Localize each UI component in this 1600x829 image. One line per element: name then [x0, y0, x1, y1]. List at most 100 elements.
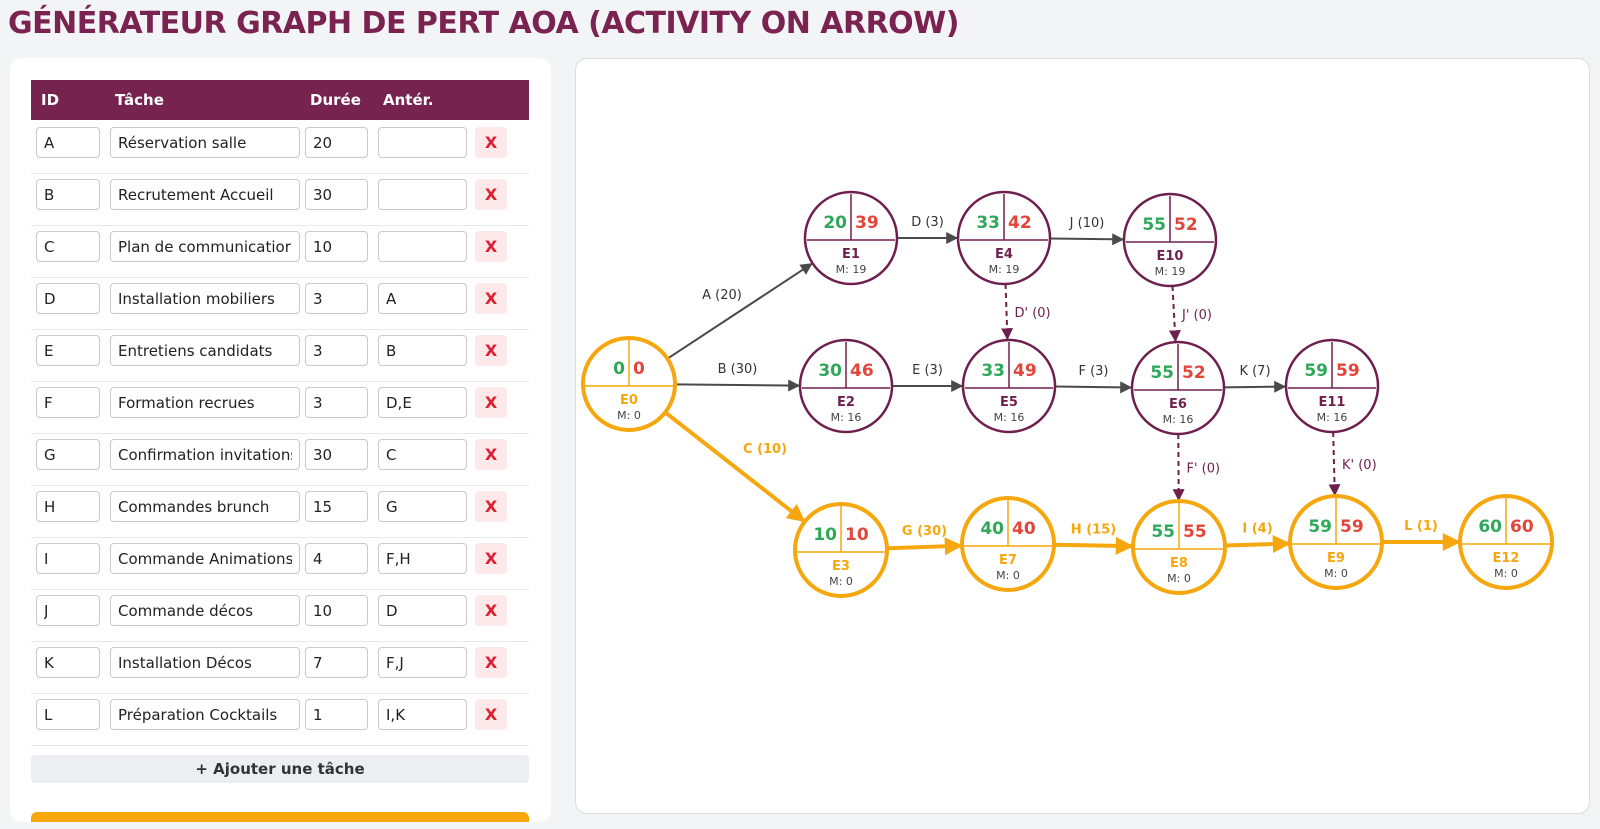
add-task-button[interactable]: + Ajouter une tâche	[31, 755, 529, 783]
predecessors-input[interactable]	[378, 595, 467, 626]
predecessors-input[interactable]	[378, 439, 467, 470]
edge-label: B (30)	[718, 362, 758, 377]
duration-input[interactable]	[305, 387, 368, 418]
edge-label: K' (0)	[1342, 458, 1377, 473]
id-input[interactable]	[36, 647, 100, 678]
predecessors-input[interactable]	[378, 335, 467, 366]
duration-input[interactable]	[305, 543, 368, 574]
duration-input[interactable]	[305, 283, 368, 314]
id-input[interactable]	[36, 283, 100, 314]
task-input[interactable]	[110, 439, 300, 470]
late-date: 59	[1340, 517, 1364, 537]
task-table-panel: ID Tâche Durée Antér. X X X X X	[10, 58, 551, 822]
delete-row-button[interactable]: X	[475, 283, 507, 314]
predecessors-input[interactable]	[378, 387, 467, 418]
predecessors-input[interactable]	[378, 491, 467, 522]
predecessors-input[interactable]	[378, 127, 467, 158]
task-input[interactable]	[110, 491, 300, 522]
node-margin: M: 19	[1155, 265, 1186, 278]
duration-input[interactable]	[305, 179, 368, 210]
task-input[interactable]	[110, 647, 300, 678]
duration-input[interactable]	[305, 699, 368, 730]
delete-row-button[interactable]: X	[475, 231, 507, 262]
predecessors-input[interactable]	[378, 647, 467, 678]
edge-arrow-jp	[1168, 285, 1181, 343]
node-id: E7	[999, 553, 1017, 568]
early-date: 60	[1478, 517, 1502, 537]
id-input[interactable]	[36, 179, 100, 210]
late-date: 60	[1510, 517, 1534, 537]
duration-input[interactable]	[305, 647, 368, 678]
predecessors-input[interactable]	[378, 699, 467, 730]
edge-arrow-k	[1223, 380, 1287, 393]
node-margin: M: 19	[836, 263, 867, 276]
edge-label: C (10)	[743, 442, 787, 457]
delete-row-button[interactable]: X	[475, 595, 507, 626]
late-date: 59	[1336, 361, 1360, 381]
late-date: 0	[633, 359, 645, 379]
delete-row-button[interactable]: X	[475, 127, 507, 158]
edge-arrow-c	[663, 410, 806, 523]
id-input[interactable]	[36, 439, 100, 470]
late-date: 40	[1012, 519, 1036, 539]
task-input[interactable]	[110, 543, 300, 574]
node-margin: M: 16	[1317, 411, 1348, 424]
edge-arrow-kp	[1328, 431, 1341, 497]
edge-label: D' (0)	[1015, 306, 1051, 321]
id-input[interactable]	[36, 595, 100, 626]
edge-label: L (1)	[1404, 519, 1438, 534]
task-input[interactable]	[110, 595, 300, 626]
id-input[interactable]	[36, 231, 100, 262]
delete-row-button[interactable]: X	[475, 439, 507, 470]
id-input[interactable]	[36, 491, 100, 522]
task-input[interactable]	[110, 283, 300, 314]
node-margin: M: 19	[989, 263, 1020, 276]
id-input[interactable]	[36, 543, 100, 574]
delete-row-button[interactable]: X	[475, 543, 507, 574]
duration-input[interactable]	[305, 491, 368, 522]
id-input[interactable]	[36, 127, 100, 158]
task-input[interactable]	[110, 231, 300, 262]
task-input[interactable]	[110, 335, 300, 366]
delete-row-button[interactable]: X	[475, 647, 507, 678]
task-input[interactable]	[110, 127, 300, 158]
delete-row-button[interactable]: X	[475, 335, 507, 366]
generate-button[interactable]	[31, 812, 529, 822]
early-date: 55	[1151, 522, 1175, 542]
delete-row-button[interactable]: X	[475, 491, 507, 522]
task-input[interactable]	[110, 699, 300, 730]
predecessors-input[interactable]	[378, 231, 467, 262]
duration-input[interactable]	[305, 595, 368, 626]
duration-input[interactable]	[305, 439, 368, 470]
id-input[interactable]	[36, 335, 100, 366]
edge-label: F' (0)	[1187, 462, 1221, 477]
duration-input[interactable]	[305, 335, 368, 366]
task-input[interactable]	[110, 179, 300, 210]
predecessors-input[interactable]	[378, 283, 467, 314]
delete-row-button[interactable]: X	[475, 699, 507, 730]
edge-label: A (20)	[702, 288, 742, 303]
duration-input[interactable]	[305, 231, 368, 262]
delete-row-button[interactable]: X	[475, 387, 507, 418]
table-row: X	[31, 173, 529, 226]
duration-input[interactable]	[305, 127, 368, 158]
edge-label: H (15)	[1071, 523, 1116, 538]
edge-arrow-dp	[1001, 283, 1014, 341]
id-input[interactable]	[36, 387, 100, 418]
node-margin: M: 16	[831, 411, 862, 424]
predecessors-input[interactable]	[378, 179, 467, 210]
table-header: ID Tâche Durée Antér.	[31, 80, 529, 120]
task-input[interactable]	[110, 387, 300, 418]
node-id: E11	[1319, 395, 1346, 410]
edge-arrow-b	[674, 379, 801, 392]
id-input[interactable]	[36, 699, 100, 730]
table-row: X	[31, 641, 529, 694]
table-row: X	[31, 277, 529, 330]
predecessors-input[interactable]	[378, 543, 467, 574]
delete-row-button[interactable]: X	[475, 179, 507, 210]
